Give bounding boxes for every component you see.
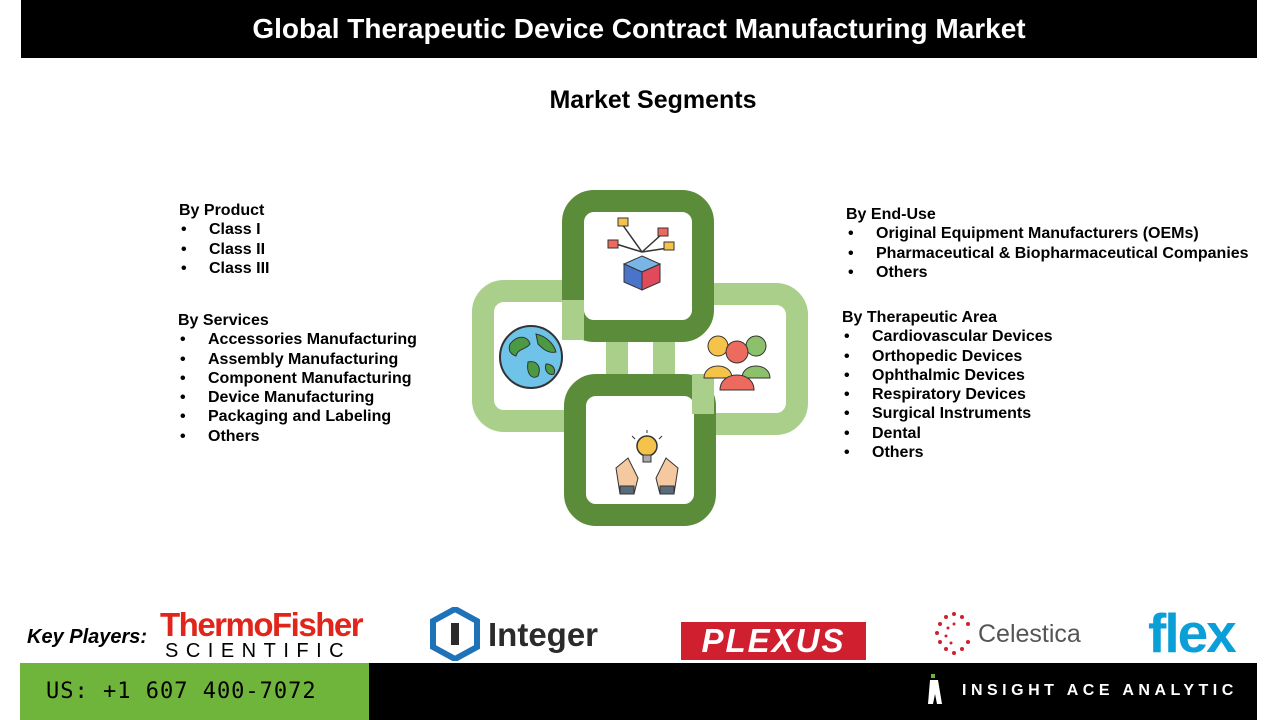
title-bar: Global Therapeutic Device Contract Manuf… bbox=[21, 0, 1257, 58]
list-item: Pharmaceutical & Biopharmaceutical Compa… bbox=[846, 244, 1249, 264]
thermo-fisher-logo: ThermoFisher bbox=[160, 606, 364, 643]
list-item: Device Manufacturing bbox=[178, 388, 417, 408]
segment-heading: By Product bbox=[179, 202, 265, 219]
list-item: Class I bbox=[179, 220, 269, 240]
segment-heading: By Therapeutic Area bbox=[842, 309, 998, 326]
celestica-logo-icon bbox=[935, 612, 970, 655]
list-item: Assembly Manufacturing bbox=[178, 350, 417, 370]
list-item: Respiratory Devices bbox=[842, 385, 1053, 405]
list-item: Others bbox=[178, 427, 417, 447]
blockchain-cube-icon bbox=[607, 217, 675, 291]
list-item: Class II bbox=[179, 240, 269, 260]
page-title: Global Therapeutic Device Contract Manuf… bbox=[252, 13, 1026, 44]
flex-logo: flex bbox=[1148, 602, 1237, 664]
list-item: Class III bbox=[179, 259, 269, 279]
segment-heading: By Services bbox=[178, 312, 269, 329]
segment-services: By Services Accessories Manufacturing As… bbox=[178, 311, 417, 446]
brand-name: INSIGHT ACE ANALYTIC bbox=[962, 682, 1238, 699]
list-item: Dental bbox=[842, 424, 1053, 444]
list-item: Cardiovascular Devices bbox=[842, 327, 1053, 347]
list-item: Others bbox=[842, 443, 1053, 463]
segment-therapeutic-area: By Therapeutic Area Cardiovascular Devic… bbox=[842, 308, 1053, 463]
list-item: Original Equipment Manufacturers (OEMs) bbox=[846, 224, 1249, 244]
phone-number: US: +1 607 400-7072 bbox=[46, 679, 317, 704]
section-subtitle: Market Segments bbox=[549, 86, 757, 114]
list-item: Packaging and Labeling bbox=[178, 407, 417, 427]
segment-end-use: By End-Use Original Equipment Manufactur… bbox=[846, 205, 1249, 282]
list-item: Accessories Manufacturing bbox=[178, 330, 417, 350]
phone-contact: US: +1 607 400-7072 bbox=[20, 663, 369, 720]
list-item: Others bbox=[846, 263, 1249, 283]
segments-diagram bbox=[470, 188, 810, 528]
globe-icon bbox=[499, 325, 563, 389]
list-item: Ophthalmic Devices bbox=[842, 366, 1053, 386]
integer-logo: Integer bbox=[488, 616, 599, 653]
idea-hands-icon bbox=[615, 430, 679, 495]
list-item: Orthopedic Devices bbox=[842, 347, 1053, 367]
segment-heading: By End-Use bbox=[846, 206, 936, 223]
key-players-label: Key Players: bbox=[27, 626, 148, 648]
list-item: Surgical Instruments bbox=[842, 404, 1053, 424]
integer-logo-icon bbox=[430, 607, 480, 661]
insight-ace-logo-icon bbox=[928, 674, 942, 704]
celestica-logo: Celestica bbox=[978, 620, 1081, 648]
list-item: Component Manufacturing bbox=[178, 369, 417, 389]
segment-product: By Product Class I Class II Class III bbox=[179, 201, 269, 278]
people-group-icon bbox=[703, 335, 771, 391]
plexus-logo: PLEXUS bbox=[681, 622, 866, 660]
thermo-fisher-logo-subtext: SCIENTIFIC bbox=[165, 640, 352, 662]
